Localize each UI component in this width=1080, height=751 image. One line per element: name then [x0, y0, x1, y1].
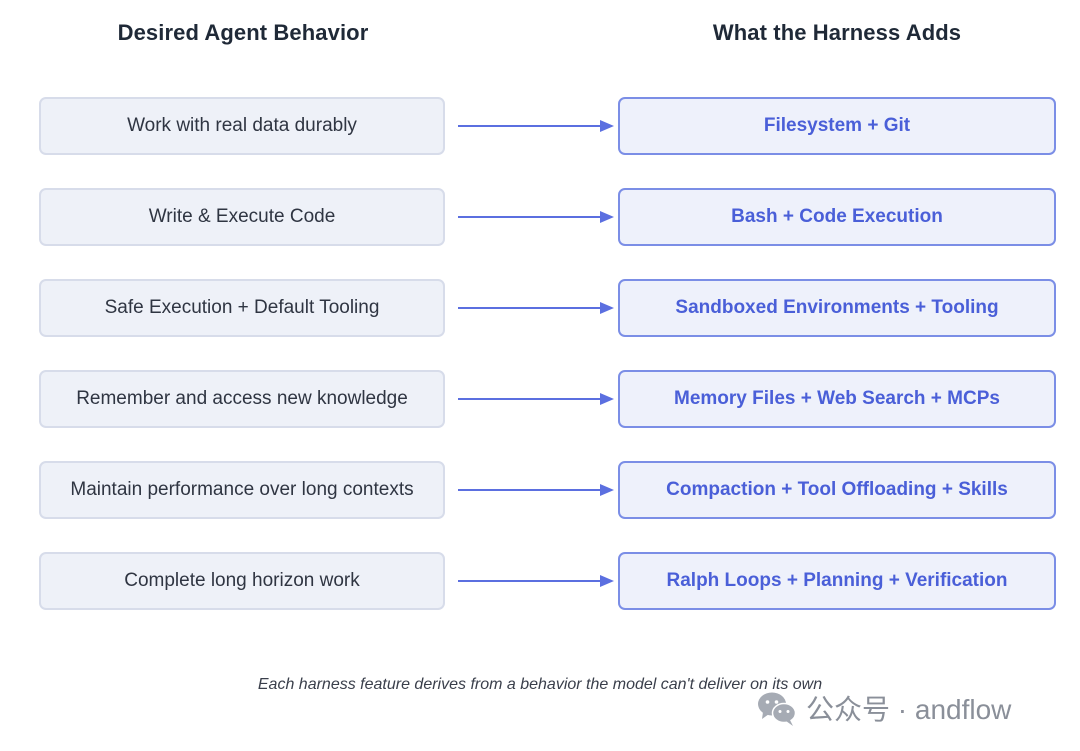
diagram-caption: Each harness feature derives from a beha…	[257, 676, 823, 693]
watermark-text: 公众号 · andflow	[806, 694, 1012, 725]
mapping-row: Maintain performance over long contexts …	[0, 460, 1080, 551]
mapping-row: Write & Execute Code Bash + Code Executi…	[0, 187, 1080, 278]
mapping-row: Remember and access new knowledge Memory…	[0, 369, 1080, 460]
right-column-title: What the Harness Adds	[712, 20, 962, 45]
behavior-box: Work with real data durably	[39, 97, 445, 155]
harness-box: Filesystem + Git	[618, 97, 1056, 155]
arrow-right-icon	[458, 211, 614, 223]
behavior-box: Write & Execute Code	[39, 188, 445, 246]
harness-box: Memory Files + Web Search + MCPs	[618, 370, 1056, 428]
watermark: 公众号 · andflow	[756, 688, 1011, 728]
arrow-right-icon	[458, 484, 614, 496]
arrow-right-icon	[458, 393, 614, 405]
behavior-box: Complete long horizon work	[39, 552, 445, 610]
behavior-box: Remember and access new knowledge	[39, 370, 445, 428]
wechat-icon	[758, 692, 797, 726]
left-column-title: Desired Agent Behavior	[117, 20, 369, 45]
mapping-rows: Work with real data durably Filesystem +…	[0, 96, 1080, 642]
harness-box: Ralph Loops + Planning + Verification	[618, 552, 1056, 610]
mapping-row: Complete long horizon work Ralph Loops +…	[0, 551, 1080, 642]
arrow-right-icon	[458, 575, 614, 587]
behavior-box: Maintain performance over long contexts	[39, 461, 445, 519]
harness-box: Compaction + Tool Offloading + Skills	[618, 461, 1056, 519]
mapping-row: Safe Execution + Default Tooling Sandbox…	[0, 278, 1080, 369]
arrow-right-icon	[458, 302, 614, 314]
harness-box: Sandboxed Environments + Tooling	[618, 279, 1056, 337]
mapping-row: Work with real data durably Filesystem +…	[0, 96, 1080, 187]
behavior-box: Safe Execution + Default Tooling	[39, 279, 445, 337]
harness-box: Bash + Code Execution	[618, 188, 1056, 246]
arrow-right-icon	[458, 120, 614, 132]
